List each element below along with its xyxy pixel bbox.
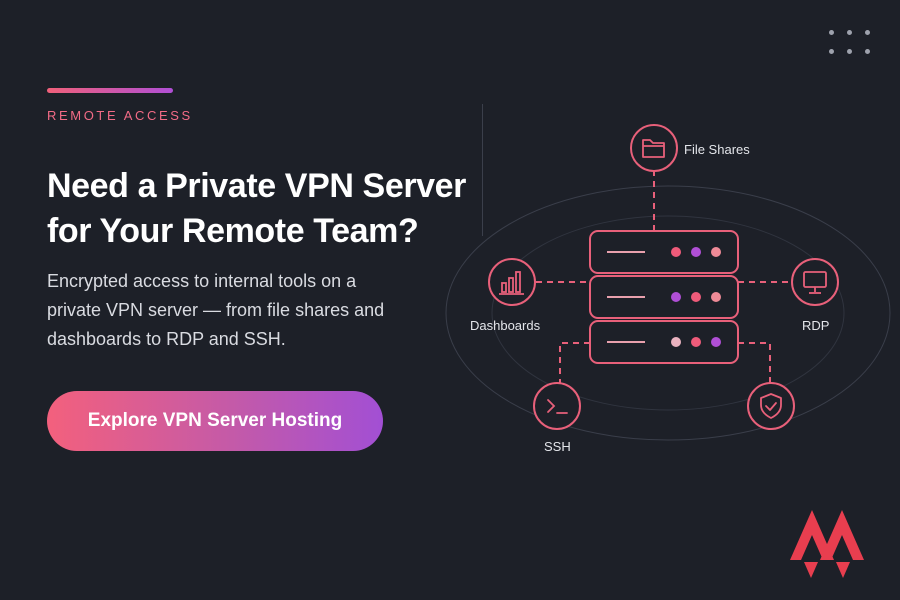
connector-security	[738, 342, 771, 384]
file-shares-label: File Shares	[684, 142, 750, 157]
connector-lines	[536, 170, 792, 384]
file-shares-node	[630, 124, 678, 172]
body-copy: Encrypted access to internal tools on a …	[47, 267, 447, 354]
body-line-3: dashboards to RDP and SSH.	[47, 329, 286, 349]
headline-line-2: for Your Remote Team?	[47, 212, 419, 250]
divider-line	[482, 104, 483, 236]
ssh-label: SSH	[544, 439, 571, 454]
rdp-node	[791, 258, 839, 306]
rdp-label: RDP	[802, 318, 830, 333]
body-line-2: private VPN server — from file shares an…	[47, 300, 385, 320]
terminal-icon	[547, 399, 568, 414]
accent-bar	[47, 88, 173, 93]
server-leds	[671, 247, 721, 347]
security-node	[747, 382, 795, 430]
headline-line-1: Need a Private VPN Server	[47, 167, 467, 205]
connector-ssh	[559, 342, 590, 384]
monitor-icon	[803, 271, 827, 294]
server-unit-1	[589, 230, 739, 274]
body-line-1: Encrypted access to internal tools on a	[47, 271, 357, 291]
server-stack	[589, 230, 739, 364]
server-slots	[607, 251, 645, 343]
dots-grid-icon	[829, 30, 871, 56]
orbit-outer	[445, 185, 891, 441]
dashboards-label: Dashboards	[470, 318, 541, 333]
server-unit-2	[589, 275, 739, 319]
brand-logo-icon	[790, 510, 864, 578]
bar-chart-icon	[499, 271, 524, 295]
headline: Need a Private VPN Server for Your Remot…	[47, 164, 487, 254]
server-unit-3	[589, 320, 739, 364]
eyebrow-label: REMOTE ACCESS	[47, 108, 193, 123]
explore-vpn-hosting-button[interactable]: Explore VPN Server Hosting	[47, 391, 383, 451]
orbit-inner	[491, 215, 845, 411]
dashboards-node	[488, 258, 536, 306]
shield-check-icon	[760, 393, 782, 419]
folder-icon	[642, 139, 665, 158]
ssh-node	[533, 382, 581, 430]
